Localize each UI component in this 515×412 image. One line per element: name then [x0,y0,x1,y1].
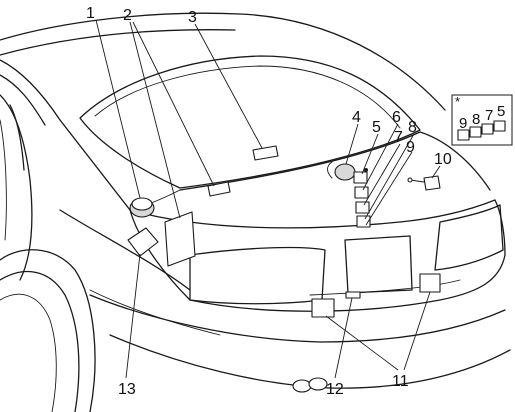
roof-line [0,12,446,111]
inset-label-8: 8 [472,111,480,128]
license-plate-recess [344,235,413,294]
components [127,145,441,318]
relay-8 [356,215,371,228]
leader-11b [403,291,431,371]
exhaust-pipe-left [292,379,312,393]
inset-relay-9 [457,129,470,141]
relay-5 [353,171,368,184]
rear-face [129,199,506,312]
leader-7 [363,143,401,206]
component-11-sensor-left [311,298,335,318]
tail-light-right [434,204,504,271]
inset-relay-5 [493,120,506,132]
leader-lines [95,19,441,379]
c-pillar-left [0,59,131,211]
car-body [0,12,511,412]
roof-inner-line [0,29,236,56]
callout-6: 6 [392,109,401,126]
quarter-panel-left [0,94,33,281]
c-pillar-inner [0,74,46,126]
leader-13 [125,253,141,379]
bumper-top [89,294,506,343]
component-3-module [252,145,279,161]
leader-2a [129,21,181,219]
callout-13: 13 [118,381,136,398]
callout-5: 5 [372,119,381,136]
leader-1 [95,19,141,199]
inset-panel: * 9 8 7 5 [451,94,513,146]
callout-labels: 1 2 3 4 5 6 7 8 9 10 11 12 13 [86,5,452,398]
component-10-wire-end [407,177,413,183]
tail-light-left [189,246,326,305]
inset-relay-7 [481,123,494,135]
callout-1: 1 [86,5,95,22]
leader-4 [345,123,359,165]
relay-7 [355,201,370,214]
leader-11a [325,315,399,371]
door-edge [0,119,7,241]
callout-2: 2 [123,7,132,24]
exhaust-pipe-right [308,377,328,391]
leader-10 [431,165,441,179]
component-10-connector [423,175,441,191]
leader-3 [194,23,263,149]
callout-4: 4 [352,109,361,126]
quarter-panel-inner [9,104,25,171]
callout-9: 9 [406,139,415,156]
component-12-lamp [345,291,361,299]
tire-inner [0,293,57,412]
component-4-bracket [327,161,333,179]
leader-6 [362,123,399,191]
leader-2b [132,21,215,187]
inset-label-9: 9 [459,115,467,132]
trunk-lid-top [179,131,491,191]
callout-7: 7 [394,129,403,146]
bumper-bottom [109,334,511,389]
inset-label-5: 5 [497,103,505,120]
leader-5 [361,133,379,175]
callout-10: 10 [434,151,452,168]
callout-11: 11 [392,373,409,390]
component-11-sensor-right [419,273,441,293]
callout-12: 12 [326,381,344,398]
inset-label-7: 7 [485,107,493,124]
callout-3: 3 [188,9,197,26]
fender-arch [0,249,96,412]
side-trim-line [89,289,221,336]
component-2-ecu-box [164,211,196,267]
leader-9 [365,151,413,226]
bumper-reflector-line [309,279,461,296]
component-1-sensor-top [131,197,153,211]
leader-12 [334,297,353,379]
rear-window-inner [94,65,401,129]
component-13-relay [127,227,159,257]
side-body-line [59,209,191,291]
leader-8 [364,133,415,220]
inset-marker: * [455,94,460,109]
callout-8: 8 [408,119,417,136]
rear-window [79,55,421,189]
inset-relay-8 [469,126,482,138]
tire-outer [0,270,80,412]
relay-mount-dot [364,168,368,172]
relay-6 [354,186,369,199]
component-4-sensor [334,163,356,181]
